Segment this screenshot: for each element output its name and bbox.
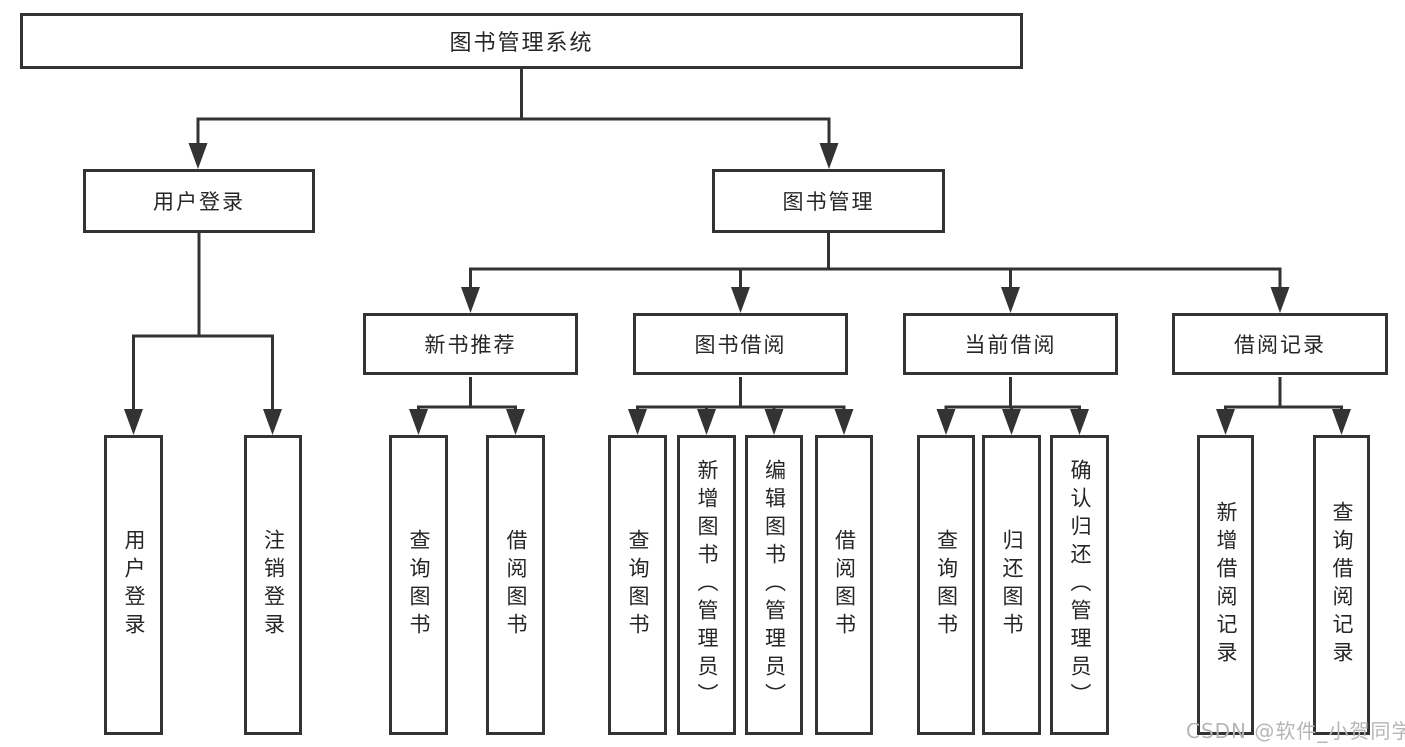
leaf-user-login: 用户登录 [104,435,163,735]
node-library-management-system: 图书管理系统 [20,13,1023,69]
leaf-borrow-books-recommend: 借阅图书 [486,435,545,735]
leaf-label: 用户登录 [122,529,146,641]
leaf-return-books: 归还图书 [982,435,1041,735]
leaf-query-books-current: 查询图书 [917,435,975,735]
leaf-query-books-recommend: 查询图书 [389,435,448,735]
leaf-label: 查询图书 [407,529,431,641]
node-book-borrowing: 图书借阅 [633,313,848,375]
node-current-borrowing: 当前借阅 [903,313,1118,375]
leaf-add-borrow-record: 新增借阅记录 [1197,435,1254,735]
leaf-label: 查询图书 [934,529,959,641]
leaf-query-books-borrow: 查询图书 [608,435,667,735]
arrowhead-icons [124,143,1351,435]
node-borrowing-records: 借阅记录 [1172,313,1388,375]
node-user-login: 用户登录 [83,169,315,233]
leaf-edit-books-admin: 编辑图书（管理员） [745,435,803,735]
leaf-label: 查询借阅记录 [1330,501,1354,669]
leaf-label: 借阅图书 [504,529,528,641]
leaf-query-borrow-record: 查询借阅记录 [1313,435,1370,735]
leaf-label: 借阅图书 [832,529,857,641]
leaf-label: 确认归还（管理员） [1068,459,1092,711]
node-new-book-recommendation: 新书推荐 [363,313,578,375]
leaf-label: 新增图书（管理员） [695,459,719,711]
leaf-label: 查询图书 [626,529,650,641]
leaf-label: 注销登录 [261,529,286,641]
node-book-management: 图书管理 [712,169,945,233]
leaf-logout: 注销登录 [244,435,302,735]
leaf-label: 编辑图书（管理员） [762,459,787,711]
leaf-label: 归还图书 [1000,529,1024,641]
leaf-confirm-return-admin: 确认归还（管理员） [1050,435,1109,735]
leaf-label: 新增借阅记录 [1214,501,1238,669]
leaf-add-books-admin: 新增图书（管理员） [677,435,736,735]
leaf-borrow-books: 借阅图书 [815,435,873,735]
